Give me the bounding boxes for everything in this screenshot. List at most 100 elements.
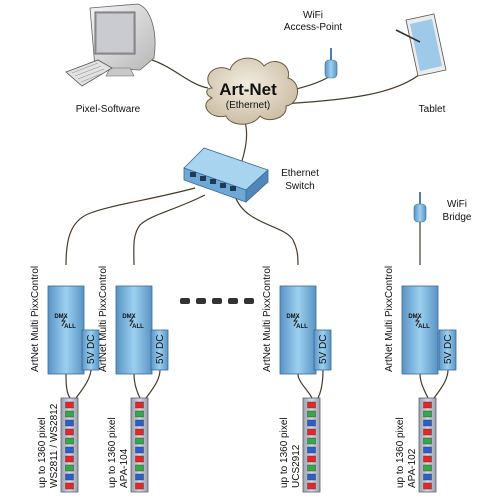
dmx-all-logo-bolt [128, 315, 135, 327]
dmx-all-logo-bottom: ALL [64, 324, 76, 330]
led-strip [60, 397, 79, 493]
led-pixel [135, 410, 144, 418]
controller-unit: ArtNet Multi PixxControl DMX ALL 5V DC up to… [98, 266, 169, 493]
cable-ctrl1-strip [65, 373, 71, 399]
dmx-all-logo-bottom: ALL [296, 324, 308, 330]
led-pixel [307, 410, 316, 418]
cable-ctrl4-strip [419, 373, 429, 399]
led-pixel [65, 464, 74, 472]
cables [65, 59, 449, 399]
led-pixel [307, 428, 316, 436]
led-pixel [65, 419, 74, 427]
led-pixel [65, 455, 74, 463]
controller-name: ArtNet Multi PixxControl [98, 266, 109, 372]
psu-box [150, 329, 169, 371]
bridge-body [413, 203, 427, 223]
led-pixel [307, 455, 316, 463]
led-pixel [307, 446, 316, 454]
led-pixel [307, 437, 316, 445]
pc-computer: Pixel-Software [65, 3, 156, 115]
cable-tablet-cloud [284, 73, 421, 105]
led-pixel [135, 437, 144, 445]
led-pixel [423, 428, 432, 436]
controller-unit: ArtNet Multi PixxControl DMX ALL 5V DC up to… [262, 266, 332, 493]
psu-label: 5V DC [318, 335, 329, 364]
led-strip [130, 397, 149, 493]
wifi-access-point: WiFi Access-Point [284, 10, 343, 79]
controller-box [401, 285, 439, 375]
tablet: Tablet [395, 13, 447, 115]
cloud-title: Art-Net [219, 80, 277, 99]
cable-switch-ctrl2 [133, 194, 206, 266]
ap-label-line2: Access-Point [284, 22, 343, 33]
led-pixel [423, 473, 432, 481]
ethernet-switch: Ethernet Switch [183, 147, 319, 203]
cable-ctrl3-strip [297, 373, 313, 399]
controller-box [115, 285, 153, 375]
led-pixel [423, 482, 432, 490]
led-pixel [135, 473, 144, 481]
cable-psu1-strip [75, 369, 92, 399]
led-pixel [135, 419, 144, 427]
led-pixel [65, 410, 74, 418]
cloud-subtitle: (Ethernet) [226, 100, 270, 111]
cable-psu3-strip [317, 369, 324, 399]
controller-box [47, 285, 85, 375]
artnet-cloud: Art-Net (Ethernet) [205, 57, 298, 125]
cable-psu2-strip [145, 369, 161, 399]
stylus [395, 29, 421, 43]
led-pixel [135, 455, 144, 463]
dmx-all-logo-bottom: ALL [132, 324, 144, 330]
cable-pc-cloud [151, 59, 209, 89]
led-pixel [65, 473, 74, 481]
led-pixel [423, 437, 432, 445]
led-pixel [65, 446, 74, 454]
bridge-label-line2: Bridge [443, 212, 472, 223]
led-pixel [307, 464, 316, 472]
led-pixel [307, 482, 316, 490]
led-pixel [135, 482, 144, 490]
strip-pixel-count: up to 1360 pixel [107, 417, 118, 488]
more-controllers-ellipsis [180, 298, 254, 304]
led-pixel [135, 401, 144, 409]
wifi-bridge: WiFi Bridge [413, 192, 472, 223]
dmx-all-logo-bolt [60, 315, 67, 327]
led-pixel [423, 401, 432, 409]
controller-name: ArtNet Multi PixxControl [384, 266, 395, 372]
led-pixel [307, 419, 316, 427]
psu-label: 5V DC [155, 335, 166, 364]
switch-side [245, 169, 269, 203]
psu-label: 5V DC [443, 335, 454, 364]
led-pixel [423, 464, 432, 472]
led-pixel [307, 473, 316, 481]
strip-chip-type: APA-102 [407, 448, 418, 488]
dmx-all-logo-top: DMX [54, 314, 67, 320]
psu-box [438, 329, 457, 371]
dmx-all-logo-bolt [414, 315, 421, 327]
keyboard [65, 59, 113, 87]
controller-units: ArtNet Multi PixxControl DMX ALL 5V DC up to… [30, 266, 457, 493]
dmx-all-logo-top: DMX [122, 314, 135, 320]
pc-label: Pixel-Software [76, 104, 141, 115]
led-pixel [423, 410, 432, 418]
strip-chip-type: APA-104 [119, 448, 130, 488]
ap-body [324, 59, 338, 79]
led-pixel [135, 428, 144, 436]
dmx-all-logo-top: DMX [408, 314, 421, 320]
dmx-all-logo-top: DMX [286, 314, 299, 320]
controller-name: ArtNet Multi PixxControl [262, 266, 273, 372]
psu-label: 5V DC [86, 335, 97, 364]
led-pixel [65, 437, 74, 445]
psu-box [81, 329, 100, 371]
led-pixel [423, 419, 432, 427]
cable-switch-ctrl3 [234, 195, 299, 266]
psu-box [313, 329, 332, 371]
led-pixel [307, 401, 316, 409]
strip-pixel-count: up to 1360 pixel [279, 417, 290, 488]
ap-label-line1: WiFi [303, 10, 323, 21]
dmx-all-logo-bolt [292, 315, 299, 327]
led-pixel [65, 401, 74, 409]
monitor-stand [105, 67, 135, 77]
